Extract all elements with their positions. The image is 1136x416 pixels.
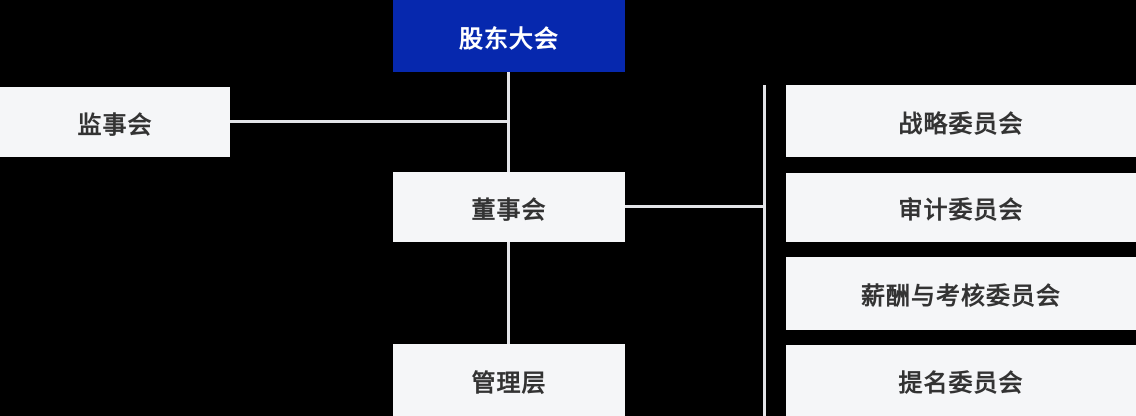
node-management: 管理层: [393, 344, 625, 416]
node-committee-strategy: 战略委员会: [786, 85, 1136, 157]
node-committee-nomination: 提名委员会: [786, 345, 1136, 416]
node-committee-nomination-label: 提名委员会: [898, 370, 1024, 397]
node-committee-remuneration-appraisal-label: 薪酬与考核委员会: [861, 283, 1061, 310]
node-committee-audit: 审计委员会: [786, 173, 1136, 242]
node-board-of-directors: 董事会: [393, 172, 625, 242]
node-management-label: 管理层: [471, 369, 547, 397]
node-committee-audit-label: 审计委员会: [898, 197, 1024, 224]
node-committee-strategy-label: 战略委员会: [898, 110, 1024, 138]
node-shareholders-meeting-label: 股东大会: [459, 25, 559, 53]
node-supervisory-board: 监事会: [0, 87, 230, 157]
node-committee-remuneration-appraisal: 薪酬与考核委员会: [786, 257, 1136, 330]
connector-supervisory-to-trunk: [230, 120, 510, 123]
connector-board-to-committee-trunk: [625, 205, 766, 208]
node-board-of-directors-label: 董事会: [471, 196, 547, 224]
connector-board-to-management: [507, 242, 510, 344]
node-supervisory-board-label: 监事会: [77, 111, 153, 139]
connector-committee-trunk: [763, 85, 766, 416]
node-shareholders-meeting: 股东大会: [393, 0, 625, 72]
